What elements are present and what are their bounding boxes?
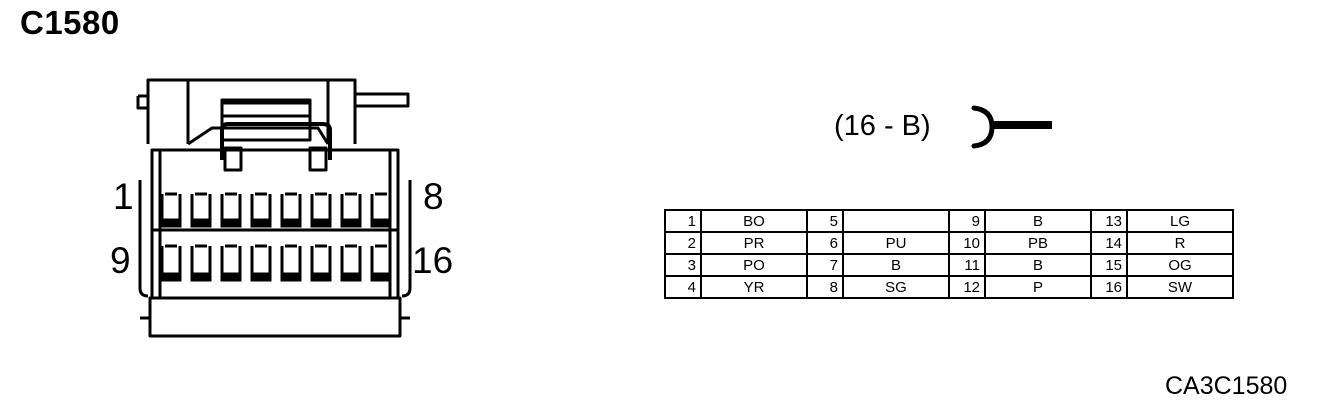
pin-number: 1 — [664, 209, 702, 233]
diagram-reference-code: CA3C1580 — [1165, 372, 1288, 400]
pin-number: 15 — [1090, 253, 1128, 277]
terminal-cavity — [250, 244, 272, 282]
pin-number: 5 — [806, 209, 844, 233]
pin-number: 8 — [806, 275, 844, 299]
wire-color: B — [984, 209, 1092, 233]
pin-number: 13 — [1090, 209, 1128, 233]
terminal-cavity — [190, 192, 212, 228]
female-terminal-icon — [971, 105, 1052, 149]
connector-face-diagram — [136, 78, 412, 338]
latch-housing — [146, 78, 357, 144]
pin-label-16: 16 — [412, 240, 454, 281]
wire-color: B — [842, 253, 950, 277]
pin-color-table: 1 BO 5 9 B 13 LG 2 PR 6 PU 10 PB 14 R 3 … — [664, 209, 1234, 299]
pin-label-9: 9 — [110, 240, 131, 281]
wire-color: SW — [1126, 275, 1234, 299]
wire-color: OG — [1126, 253, 1234, 277]
terminal-cavity — [160, 192, 182, 228]
pin-number: 14 — [1090, 231, 1128, 255]
wire-color: PU — [842, 231, 950, 255]
connector-code: (16 - B) — [834, 110, 931, 142]
wire-color: SG — [842, 275, 950, 299]
pin-number: 7 — [806, 253, 844, 277]
bottom-rail — [148, 296, 402, 338]
terminal-cavity — [280, 192, 302, 228]
terminal-cavity — [310, 192, 332, 228]
wire-color: PR — [700, 231, 808, 255]
terminal-cavity — [370, 192, 392, 228]
wire-color: BO — [700, 209, 808, 233]
wire-color: P — [984, 275, 1092, 299]
terminal-cavity — [220, 192, 242, 228]
connector-title: C1580 — [20, 4, 120, 41]
pin-number: 9 — [948, 209, 986, 233]
wire-color — [842, 209, 950, 233]
terminal-cavity — [370, 244, 392, 282]
pin-number: 12 — [948, 275, 986, 299]
terminal-cavity — [220, 244, 242, 282]
terminal-row-top — [160, 192, 392, 228]
wire-color: R — [1126, 231, 1234, 255]
wire-color: PO — [700, 253, 808, 277]
table-row: 4 YR 8 SG 12 P 16 SW — [664, 275, 1234, 299]
table-row: 1 BO 5 9 B 13 LG — [664, 209, 1234, 233]
latch-tab — [220, 98, 312, 142]
wire-color: B — [984, 253, 1092, 277]
pin-number: 11 — [948, 253, 986, 277]
terminal-cavity — [340, 192, 362, 228]
table-row: 3 PO 7 B 11 B 15 OG — [664, 253, 1234, 277]
terminal-cavity — [340, 244, 362, 282]
terminal-cavity — [280, 244, 302, 282]
pin-number: 2 — [664, 231, 702, 255]
terminal-row-bottom — [160, 244, 392, 282]
pin-label-8: 8 — [423, 176, 444, 217]
terminal-cavity — [190, 244, 212, 282]
terminal-cavity — [250, 192, 272, 228]
wire-color: LG — [1126, 209, 1234, 233]
wire-color: PB — [984, 231, 1092, 255]
pin-label-1: 1 — [113, 176, 134, 217]
terminal-cavity — [160, 244, 182, 282]
pin-number: 3 — [664, 253, 702, 277]
terminal-cavity — [310, 244, 332, 282]
table-row: 2 PR 6 PU 10 PB 14 R — [664, 231, 1234, 255]
wire-color: YR — [700, 275, 808, 299]
pin-number: 4 — [664, 275, 702, 299]
pin-number: 16 — [1090, 275, 1128, 299]
pin-number: 10 — [948, 231, 986, 255]
pin-number: 6 — [806, 231, 844, 255]
